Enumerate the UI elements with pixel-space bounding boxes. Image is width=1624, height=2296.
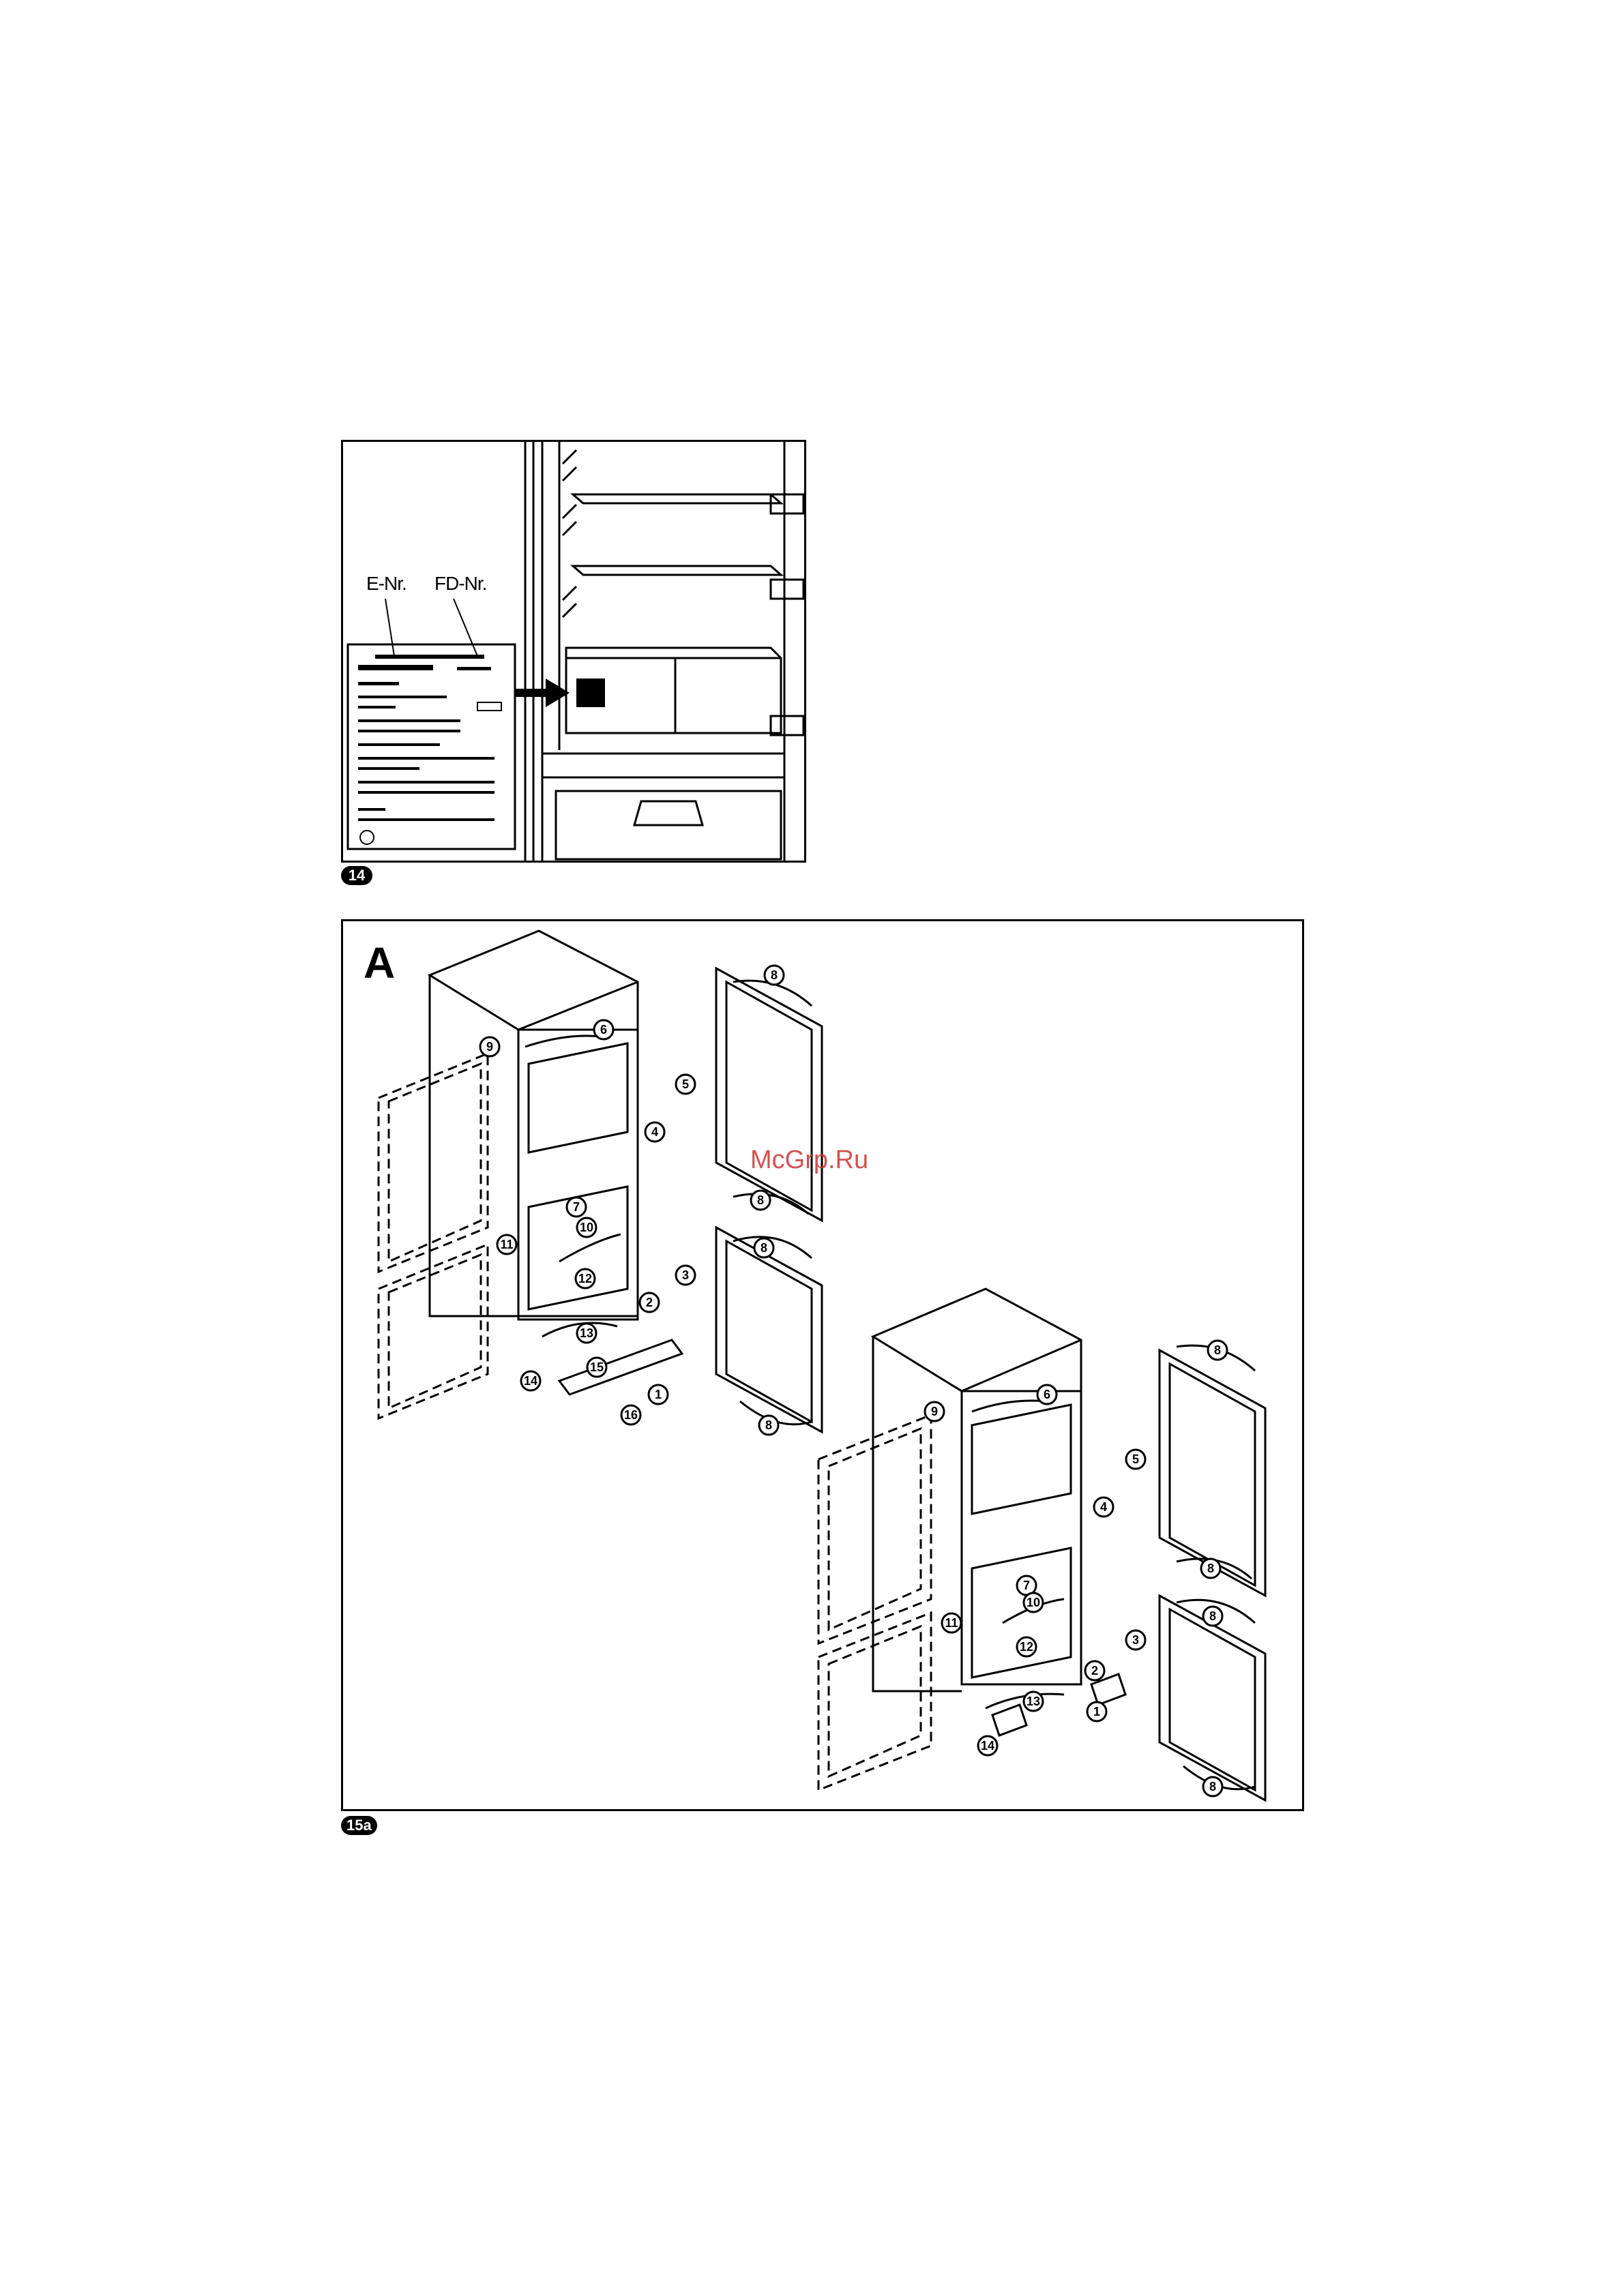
step-2: 2 xyxy=(646,1296,653,1309)
step-8b: 8 xyxy=(757,1193,764,1207)
step-8: 8 xyxy=(771,968,778,982)
step-r-8d: 8 xyxy=(1209,1780,1216,1793)
step-15: 15 xyxy=(590,1360,604,1374)
step-r-8b: 8 xyxy=(1207,1562,1214,1575)
step-r-10: 10 xyxy=(1027,1596,1040,1609)
step-r-1: 1 xyxy=(1093,1705,1100,1718)
step-r-11: 11 xyxy=(945,1616,958,1630)
step-r-3: 3 xyxy=(1132,1633,1139,1647)
step-r-8c: 8 xyxy=(1209,1609,1216,1623)
step-r-9: 9 xyxy=(931,1405,938,1418)
step-r-8: 8 xyxy=(1214,1343,1221,1357)
step-13: 13 xyxy=(580,1326,593,1340)
step-3: 3 xyxy=(682,1268,689,1282)
step-7: 7 xyxy=(573,1200,580,1214)
step-r-5: 5 xyxy=(1132,1452,1139,1466)
step-1: 1 xyxy=(655,1388,662,1401)
step-r-12: 12 xyxy=(1020,1640,1033,1654)
step-5: 5 xyxy=(682,1077,689,1091)
step-8d: 8 xyxy=(765,1418,772,1432)
step-r-4: 4 xyxy=(1100,1500,1107,1514)
figure-15a-badge: 15a xyxy=(341,1816,377,1835)
step-16: 16 xyxy=(624,1408,638,1422)
step-r-7: 7 xyxy=(1023,1579,1030,1592)
step-12: 12 xyxy=(578,1272,592,1285)
step-r-2: 2 xyxy=(1091,1664,1098,1678)
step-10: 10 xyxy=(580,1221,593,1234)
step-4: 4 xyxy=(651,1125,658,1139)
step-r-14: 14 xyxy=(981,1739,994,1753)
step-6: 6 xyxy=(600,1023,607,1037)
step-14: 14 xyxy=(524,1374,537,1388)
step-8c: 8 xyxy=(761,1241,767,1255)
step-9: 9 xyxy=(486,1040,493,1054)
step-r-6: 6 xyxy=(1044,1388,1050,1401)
step-r-13: 13 xyxy=(1027,1695,1040,1708)
watermark: McGrp.Ru xyxy=(750,1146,868,1175)
step-11: 11 xyxy=(500,1238,513,1251)
